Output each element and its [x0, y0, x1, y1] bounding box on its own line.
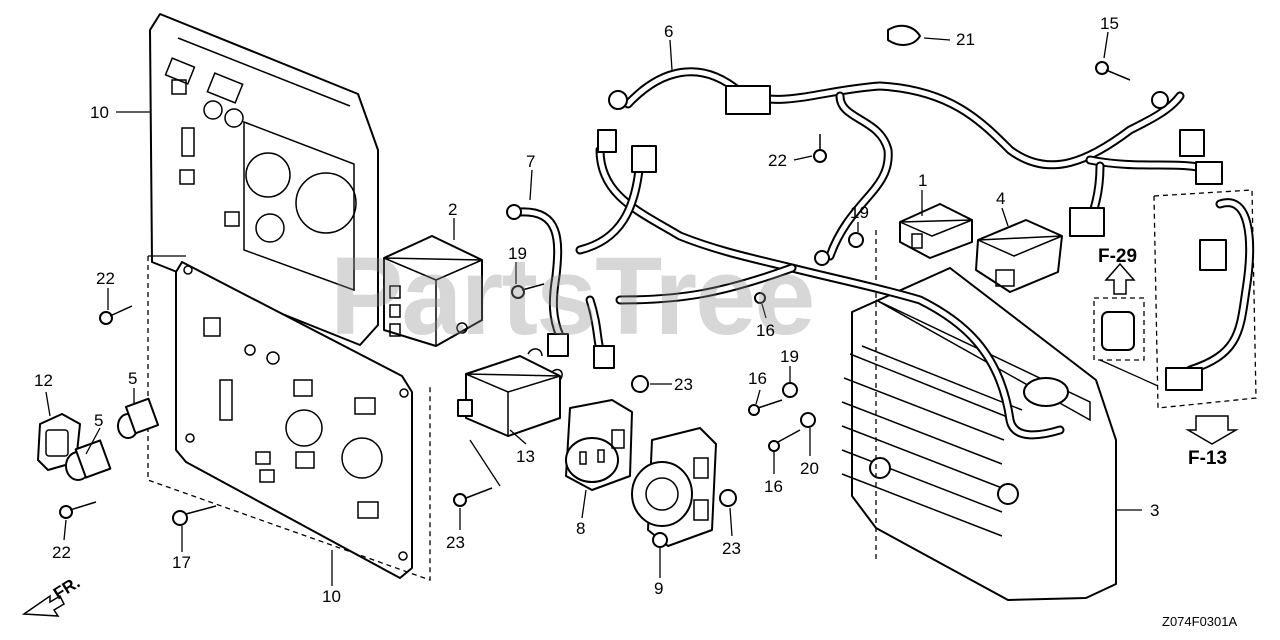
screw-15[interactable] [1095, 61, 1131, 81]
callout-5-lower[interactable]: 5 [94, 411, 103, 430]
callout-21[interactable]: 22 [768, 151, 787, 170]
screw-16-top[interactable] [754, 292, 766, 304]
nut-23-upper[interactable] [631, 375, 649, 393]
part-2-box[interactable] [383, 235, 483, 347]
callout-13[interactable]: 12 [34, 371, 53, 390]
part-7-wire-harness[interactable] [506, 129, 1065, 440]
callout-16-low[interactable]: 16 [764, 477, 783, 496]
callout-4[interactable]: 4 [996, 189, 1005, 208]
callout-labels: 10 2 1 4 3 6 7 21 15 22 19 19 16 16 19 2… [34, 14, 1159, 606]
clip-20[interactable] [887, 24, 921, 46]
screw-22-left[interactable] [99, 305, 133, 325]
callout-22-left[interactable]: 22 [96, 269, 115, 288]
watermark: PartsTree [330, 235, 813, 358]
callout-14[interactable]: 13 [516, 447, 535, 466]
part-5-fuse-holder-lower[interactable] [65, 439, 112, 481]
drawing-code: Z074F0301A [1162, 614, 1237, 629]
callout-22-bottom[interactable]: 22 [52, 543, 71, 562]
callout-9[interactable]: 9 [654, 579, 663, 598]
nut-23-lower[interactable] [719, 489, 737, 507]
screw-21[interactable] [813, 134, 827, 163]
screw-22-right[interactable] [453, 487, 493, 507]
callout-19-top[interactable]: 19 [850, 203, 869, 222]
ref-f13-arrow [1185, 415, 1239, 445]
panel-outline [147, 256, 431, 581]
part-12-label-sheet[interactable] [149, 13, 379, 346]
callout-17[interactable]: 17 [172, 553, 191, 572]
washer-19-low[interactable] [800, 412, 816, 428]
part-14-condenser[interactable] [457, 348, 563, 437]
callout-3[interactable]: 3 [1150, 501, 1159, 520]
part-5-fuse-holder-upper[interactable] [117, 397, 160, 439]
washer-19-top[interactable] [848, 232, 864, 248]
part-1-connector[interactable] [899, 203, 973, 259]
screw-22-bottom[interactable] [59, 501, 97, 519]
callout-19-mid[interactable]: 19 [780, 347, 799, 366]
ref-f29-label[interactable]: F-29 [1098, 246, 1137, 267]
callout-20[interactable]: 21 [956, 30, 975, 49]
front-direction-marker: FR. [21, 573, 83, 617]
ref-f13-label[interactable]: F-13 [1188, 448, 1227, 469]
callout-6[interactable]: 6 [664, 22, 673, 41]
callout-12[interactable]: 10 [90, 103, 109, 122]
part-6-wire-harness[interactable] [608, 67, 1223, 261]
screw-18[interactable] [511, 283, 545, 299]
callout-23-lower[interactable]: 23 [722, 539, 741, 558]
washer-19-mid[interactable] [782, 382, 798, 398]
callout-5-upper[interactable]: 5 [128, 369, 137, 388]
callout-23-upper[interactable]: 23 [674, 375, 693, 394]
callout-10[interactable]: 10 [322, 587, 341, 606]
part-9-receptacle[interactable] [631, 427, 717, 548]
screw-16-mid[interactable] [748, 399, 783, 416]
callout-8[interactable]: 8 [576, 519, 585, 538]
callout-18[interactable]: 19 [508, 244, 527, 263]
part-4-connector[interactable] [975, 219, 1063, 293]
leader-lines [45, 31, 1142, 586]
part-8-receptacle[interactable] [565, 399, 633, 491]
callout-7[interactable]: 7 [526, 152, 535, 171]
callout-1[interactable]: 1 [918, 171, 927, 190]
callout-2[interactable]: 2 [448, 200, 457, 219]
part-3-inverter-unit[interactable] [841, 267, 1117, 601]
callout-16-top[interactable]: 16 [756, 321, 775, 340]
screw-16-low[interactable] [768, 429, 801, 452]
screw-17[interactable] [172, 505, 217, 526]
ref-f29-detail [1093, 189, 1257, 409]
callout-15[interactable]: 15 [1100, 14, 1119, 33]
callout-16-mid[interactable]: 16 [748, 369, 767, 388]
callout-22-right[interactable]: 23 [446, 533, 465, 552]
part-10-control-panel[interactable] [175, 261, 413, 579]
callout-19-low[interactable]: 20 [800, 459, 819, 478]
